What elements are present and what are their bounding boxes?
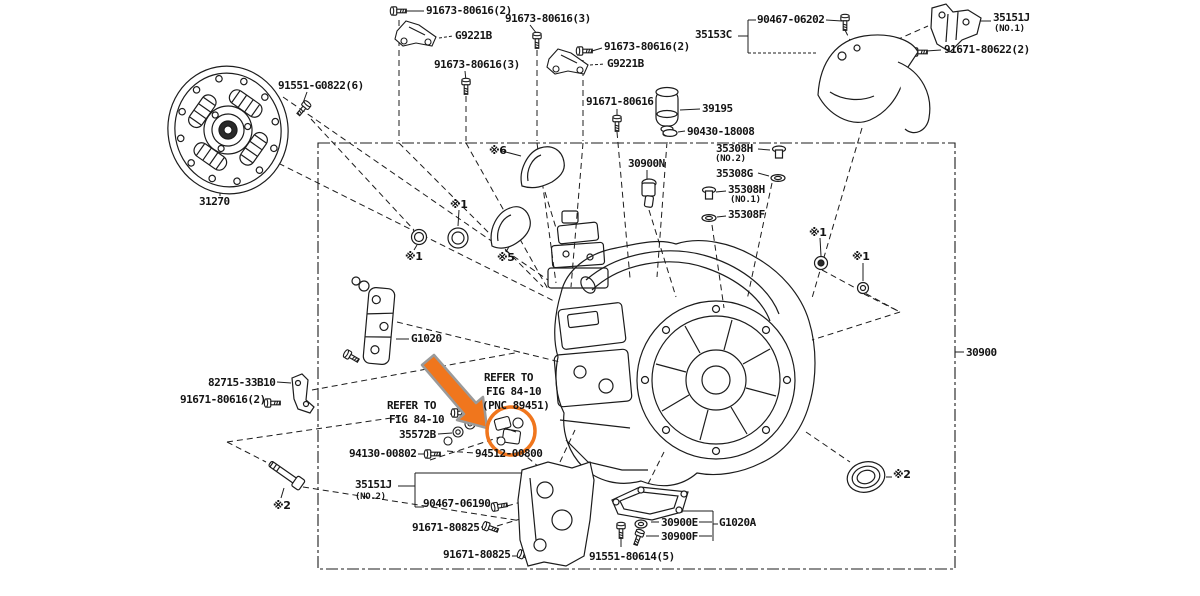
bracket-g9221b-1 — [394, 20, 437, 47]
part-label-91673-80616-b: 91673-80616(3) — [505, 12, 591, 25]
note-marker-2-b: ※2 — [893, 468, 911, 481]
seal-note1-b — [411, 229, 427, 245]
screw-91673-b — [532, 31, 542, 49]
bracket-82715 — [292, 374, 314, 413]
plate-35151j-no2 — [518, 462, 594, 566]
part-label-35151j-no1: 35151J — [993, 11, 1030, 24]
part-label-82715-33b10: 82715-33B10 — [208, 376, 276, 389]
transaxle-case-30900 — [548, 211, 815, 486]
part-label-g9221b-b: G9221B — [607, 57, 644, 70]
cooler-hose — [586, 251, 779, 314]
refer-note-right-3: (PNC 89451) — [482, 399, 550, 412]
part-label-g9221b-a: G9221B — [455, 29, 492, 42]
part-label-30900e: 30900E — [661, 516, 698, 529]
valve-body-side — [554, 302, 632, 428]
screw-91673-c — [461, 77, 471, 95]
refer-note-left-1: REFER TO — [387, 399, 436, 412]
refer-note-right-1: REFER TO — [484, 371, 533, 384]
screw-80825-a — [480, 520, 500, 535]
note-marker-1-a: ※1 — [450, 198, 468, 211]
part-label-g1020: G1020 — [411, 332, 442, 345]
long-bolt-note2 — [267, 458, 306, 490]
screw-91671-a — [612, 114, 622, 132]
screw-91551-b — [616, 521, 626, 539]
side-plugs-and-seal — [815, 257, 889, 497]
part-label-90430-18008: 90430-18008 — [687, 125, 755, 138]
part-label-35151j-no2-sub: (NO.2) — [355, 492, 386, 502]
part-label-91671-80825-b: 91671-80825 — [443, 548, 511, 561]
part-label-30900: 30900 — [966, 346, 997, 359]
note-marker-1-b: ※1 — [405, 250, 423, 263]
bracket-g1020 — [352, 277, 395, 365]
refer-note-right-2: FIG 84-10 — [486, 385, 542, 398]
part-label-91671-80616: 91671-80616 — [586, 95, 654, 108]
part-label-30900f: 30900F — [661, 530, 698, 543]
note-marker-6: ※6 — [489, 144, 507, 157]
seal-note1-a — [447, 227, 469, 249]
bracket-35151j-no1 — [931, 4, 981, 52]
part-label-39195: 39195 — [702, 102, 733, 115]
screw-91673-a — [389, 6, 407, 16]
refer-note-left-2: FIG 84-10 — [389, 413, 445, 426]
assembly-frame-box — [318, 143, 955, 569]
part-label-91671-80622: 91671-80622(2) — [944, 43, 1030, 56]
bolt-30900f — [631, 527, 646, 547]
part-label-91673-80616-d: 91673-80616(2) — [604, 40, 690, 53]
breather-plug-39195 — [656, 88, 678, 137]
part-label-31270: 31270 — [199, 195, 230, 208]
part-label-35308h-no2-sub: (NO.2) — [715, 154, 746, 164]
part-label-35308h-no2: 35308H — [716, 142, 753, 155]
part-label-35151j-no1-sub: (NO.1) — [994, 24, 1025, 34]
part-label-35308h-no1: 35308H — [728, 183, 765, 196]
plugs-35308-group — [702, 146, 786, 221]
part-label-35308h-no1-sub: (NO.1) — [730, 195, 761, 205]
cover-35153c — [818, 35, 930, 133]
part-label-94512-00800: 94512-00800 — [475, 447, 543, 460]
part-label-91551-80614: 91551-80614(5) — [589, 550, 675, 563]
part-label-90467-06190: 90467-06190 — [423, 497, 491, 510]
pan-bracket-g1020a — [612, 487, 688, 528]
screw-94130 — [423, 449, 441, 459]
part-label-30900n: 30900N — [628, 157, 665, 170]
duct-note5 — [491, 207, 530, 248]
part-label-90467-06202: 90467-06202 — [757, 13, 825, 26]
part-label-94130-00802: 94130-00802 — [349, 447, 417, 460]
highlight-circle — [487, 407, 535, 455]
part-label-g1020a: G1020A — [719, 516, 756, 529]
duct-note6 — [521, 147, 564, 188]
part-label-91551-g0822: 91551-G0822(6) — [278, 79, 364, 92]
screw-91671-c — [263, 398, 281, 408]
part-label-91673-80616-a: 91673-80616(2) — [426, 4, 512, 17]
sensor-pnc-89451 — [494, 416, 523, 445]
highlight-arrow — [422, 355, 487, 428]
sensor-30900n — [642, 179, 656, 207]
part-label-35572b: 35572B — [399, 428, 436, 441]
bolt-g1020-foot — [341, 348, 361, 365]
part-label-35308g: 35308G — [716, 167, 753, 180]
note-marker-1-c: ※1 — [809, 226, 827, 239]
note-marker-5: ※5 — [497, 251, 515, 264]
part-label-91673-80616-c: 91673-80616(3) — [434, 58, 520, 71]
mount-bracket-tower — [548, 211, 608, 288]
clutch-disc-31270 — [158, 57, 298, 204]
screw-90467-b — [490, 500, 509, 513]
screw-90467-a — [840, 13, 850, 31]
note-marker-1-d: ※1 — [852, 250, 870, 263]
part-label-35153c: 35153C — [695, 28, 732, 41]
screw-91673-d — [575, 46, 593, 56]
part-label-91671-80616-2: 91671-80616(2) — [180, 393, 266, 406]
part-label-35308f: 35308F — [728, 208, 765, 221]
part-label-91671-80825-a: 91671-80825 — [412, 521, 480, 534]
washer-90430 — [663, 130, 677, 137]
oil-seal-note2 — [844, 458, 888, 497]
part-label-35151j-no2: 35151J — [355, 478, 392, 491]
note-marker-2-a: ※2 — [273, 499, 291, 512]
